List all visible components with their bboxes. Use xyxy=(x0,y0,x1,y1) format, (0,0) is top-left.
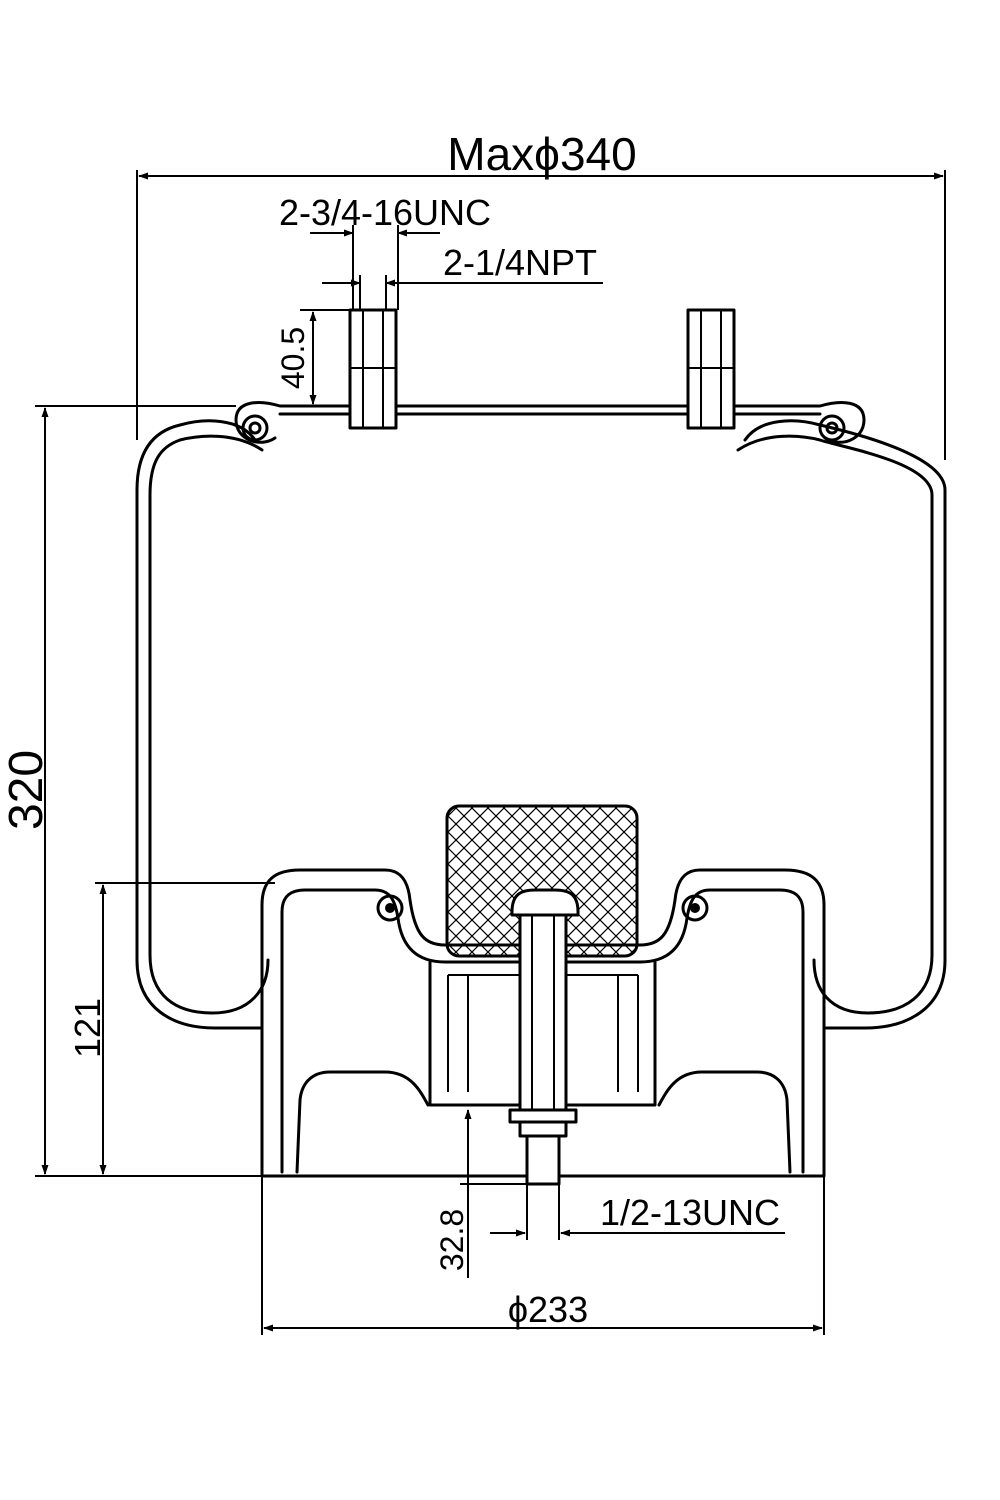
label-piston-diameter: ϕ233 xyxy=(508,1289,588,1330)
bottom-crimp-right-core xyxy=(690,903,700,913)
piston-cavity-right xyxy=(657,1070,792,1174)
center-bolt xyxy=(508,888,580,1186)
piston-outer xyxy=(260,868,826,1178)
top-crimp-left-core xyxy=(248,421,262,435)
label-max-diameter: Maxϕ340 xyxy=(447,128,636,180)
label-stud-height: 40.5 xyxy=(275,327,311,389)
label-top-stud-thread: 2-3/4-16UNC xyxy=(279,192,491,233)
air-spring-assembly xyxy=(135,308,947,1186)
top-crimp-left xyxy=(241,414,269,442)
bottom-crimp-left xyxy=(376,894,404,922)
label-bottom-stud-length: 32.8 xyxy=(434,1209,470,1271)
label-air-inlet: 2-1/4NPT xyxy=(443,242,597,283)
piston-cavity-left xyxy=(295,1070,430,1174)
top-crimp-right xyxy=(818,414,846,442)
label-bottom-stud-thread: 1/2-13UNC xyxy=(600,1192,780,1233)
dimension-labels: Maxϕ340 2-3/4-16UNC 2-1/4NPT 40.5 320 12… xyxy=(0,128,780,1330)
label-piston-height: 121 xyxy=(67,998,108,1058)
dimension-lines xyxy=(35,170,946,1335)
top-crimp-right-core xyxy=(825,421,839,435)
rubber-bellows-inner xyxy=(148,434,934,1015)
top-stud-left xyxy=(348,308,398,430)
bottom-crimp-left-core xyxy=(385,903,395,913)
label-overall-height: 320 xyxy=(0,750,53,830)
top-stud-right xyxy=(686,308,736,430)
rubber-bellows-outer xyxy=(135,419,947,1030)
bottom-crimp-right xyxy=(681,894,709,922)
